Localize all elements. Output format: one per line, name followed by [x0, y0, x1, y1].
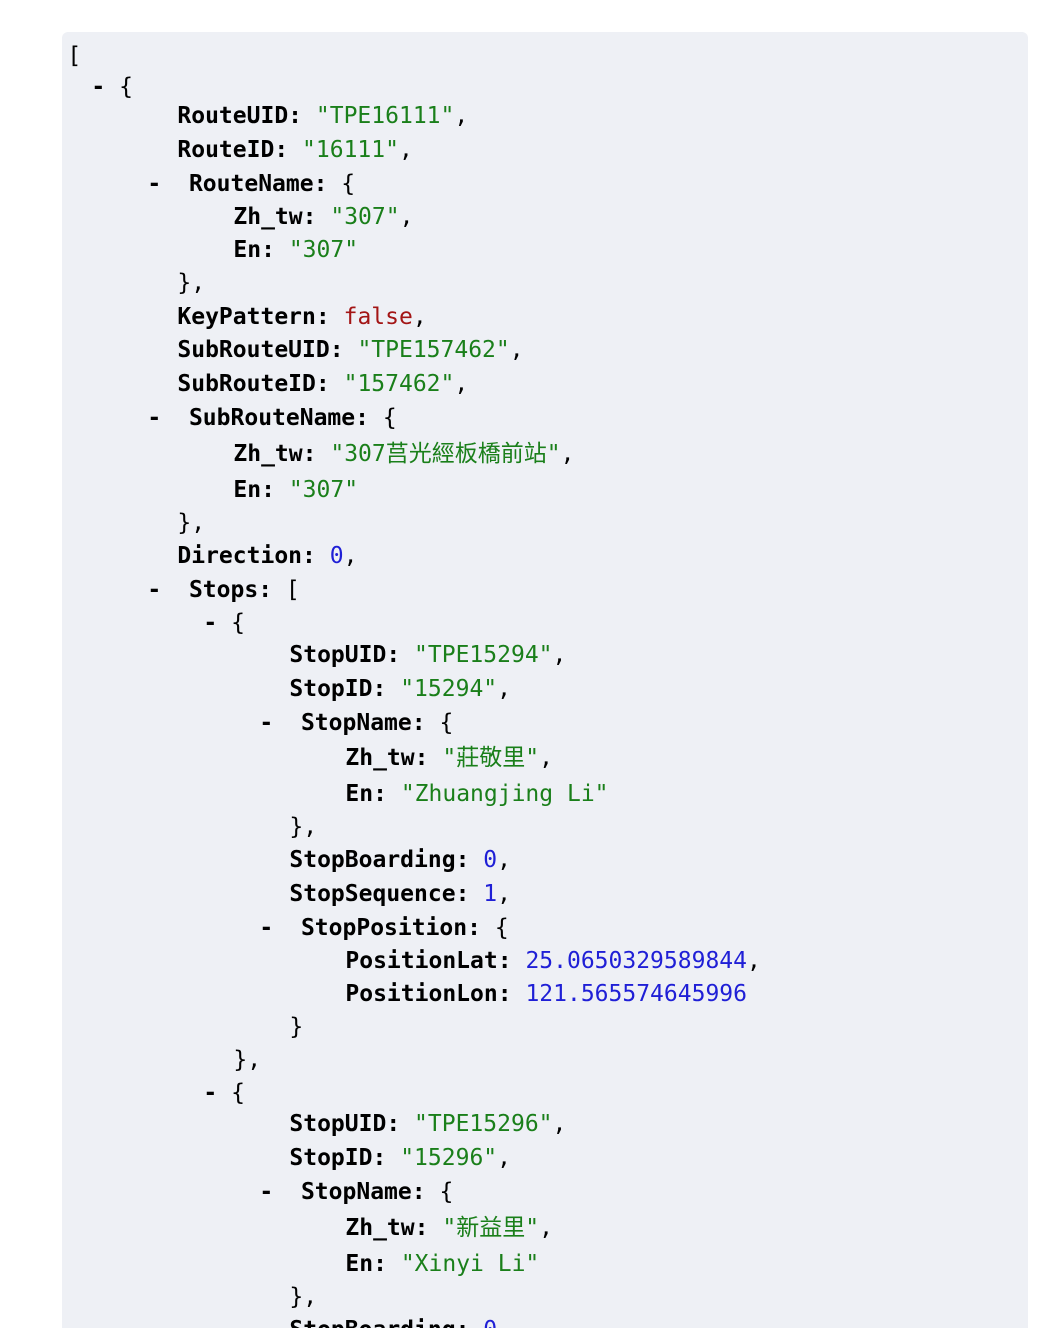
stop-2-boarding-value: 0	[483, 1317, 497, 1328]
route-name-en-value: "307"	[288, 237, 359, 263]
direction-row: Direction: 0,	[177, 543, 358, 569]
subroute-name-row: - SubRouteName: {	[147, 405, 397, 431]
route-name-en-row: En: "307"	[233, 237, 359, 263]
stop-1-lat-value: 25.0650329589844	[525, 948, 747, 974]
stop-1-lat-row: PositionLat: 25.0650329589844,	[345, 948, 761, 974]
stop-1-position-row: - StopPosition: {	[259, 915, 509, 941]
key-pattern-row: KeyPattern: false,	[177, 304, 427, 330]
route-uid-row: RouteUID: "TPE16111",	[177, 103, 469, 129]
route-name-row: - RouteName: {	[147, 171, 356, 197]
stop-1-uid-value: "TPE15294"	[414, 642, 553, 668]
stop-1-sequence-row: StopSequence: 1,	[289, 881, 511, 907]
stop-2-name-zh-row: Zh_tw: "新益里",	[345, 1215, 553, 1241]
root-array-open: [	[67, 43, 82, 69]
stop-1-boarding-value: 0	[483, 847, 498, 873]
stop-1-lon-row: PositionLon: 121.565574645996	[345, 981, 747, 1007]
route-name-zh-row: Zh_tw: "307",	[233, 204, 414, 230]
stop-2-boarding-row: StopBoarding: 0,	[234, 1279, 511, 1328]
direction-value: 0	[329, 543, 344, 569]
subroute-name-zh-value: "307莒光經板橋前站"	[330, 441, 561, 467]
stop-1-name-en-value: "Zhuangjing Li"	[400, 781, 609, 807]
stop-1-name-close: },	[289, 814, 318, 840]
subroute-uid-row: SubRouteUID: "TPE157462",	[177, 337, 524, 363]
collapse-toggle-stop-1-position[interactable]: -	[259, 915, 274, 941]
collapse-toggle-stop-1-name[interactable]: -	[259, 710, 274, 736]
route-id-row: RouteID: "16111",	[177, 137, 413, 163]
stop-1-name-zh-value: "莊敬里"	[442, 745, 540, 771]
subroute-id-value: "157462"	[343, 371, 455, 397]
route-id-key: RouteID	[177, 137, 275, 163]
subroute-name-en-value: "307"	[288, 477, 359, 503]
route-name-zh-value: "307"	[330, 204, 400, 230]
stop-1-id-row: StopID: "15294",	[289, 676, 511, 702]
route-uid-value: "TPE16111"	[315, 103, 455, 129]
route-id-value: "16111"	[302, 137, 399, 163]
stop-1-name-en-row: En: "Zhuangjing Li"	[345, 781, 609, 807]
stop-1-id-value: "15294"	[400, 676, 498, 702]
stop-2-name-zh-value: "新益里"	[442, 1215, 540, 1241]
stop-1-boarding-row: StopBoarding: 0,	[289, 847, 511, 873]
subroute-name-zh-row: Zh_tw: "307莒光經板橋前站",	[233, 441, 575, 467]
stop-2-name-en-row: En: "Xinyi Li"	[345, 1251, 540, 1277]
stop-2-name-row: - StopName: {	[259, 1179, 454, 1205]
stop-2-uid-row: StopUID: "TPE15296",	[289, 1111, 567, 1137]
subroute-id-row: SubRouteID: "157462",	[177, 371, 469, 397]
collapse-toggle-route[interactable]: -	[91, 74, 106, 100]
stop-2-sequence-row: StopSequence: 2,	[234, 1310, 511, 1328]
subroute-name-en-row: En: "307"	[233, 477, 359, 503]
route-object-open: - {	[91, 74, 133, 100]
stop-1-name-zh-row: Zh_tw: "莊敬里",	[345, 745, 553, 771]
stop-2-uid-value: "TPE15296"	[414, 1111, 553, 1137]
stop-1-sequence-value: 1	[483, 881, 498, 907]
route-object-highlight	[62, 32, 1028, 1328]
collapse-toggle-stop-1[interactable]: -	[203, 610, 218, 636]
route-name-close: },	[177, 270, 206, 296]
stop-1-lon-value: 121.565574645996	[525, 981, 747, 1007]
subroute-name-close: },	[177, 510, 206, 536]
stop-1-open: - {	[203, 610, 245, 636]
collapse-toggle-stop-2[interactable]: -	[203, 1080, 218, 1106]
route-uid-key: RouteUID	[177, 103, 289, 129]
stop-2-name-close: },	[289, 1284, 318, 1310]
key-pattern-value: false	[343, 304, 413, 330]
stops-row: - Stops: [	[147, 577, 300, 603]
collapse-toggle-stops[interactable]: -	[147, 577, 162, 603]
stop-1-position-close: }	[289, 1014, 304, 1040]
stop-2-name-en-value: "Xinyi Li"	[400, 1251, 540, 1277]
collapse-toggle-stop-2-name[interactable]: -	[259, 1179, 274, 1205]
stop-2-open: - {	[203, 1080, 245, 1106]
stop-2-id-row: StopID: "15296",	[289, 1145, 511, 1171]
stop-1-close: },	[233, 1047, 262, 1073]
collapse-toggle-subroute-name[interactable]: -	[147, 405, 162, 431]
stop-1-uid-row: StopUID: "TPE15294",	[289, 642, 567, 668]
subroute-uid-value: "TPE157462"	[357, 337, 510, 363]
route-name-key: RouteName	[188, 171, 314, 197]
collapse-toggle-route-name[interactable]: -	[147, 171, 162, 197]
stop-1-name-row: - StopName: {	[259, 710, 454, 736]
stop-2-id-value: "15296"	[400, 1145, 498, 1171]
